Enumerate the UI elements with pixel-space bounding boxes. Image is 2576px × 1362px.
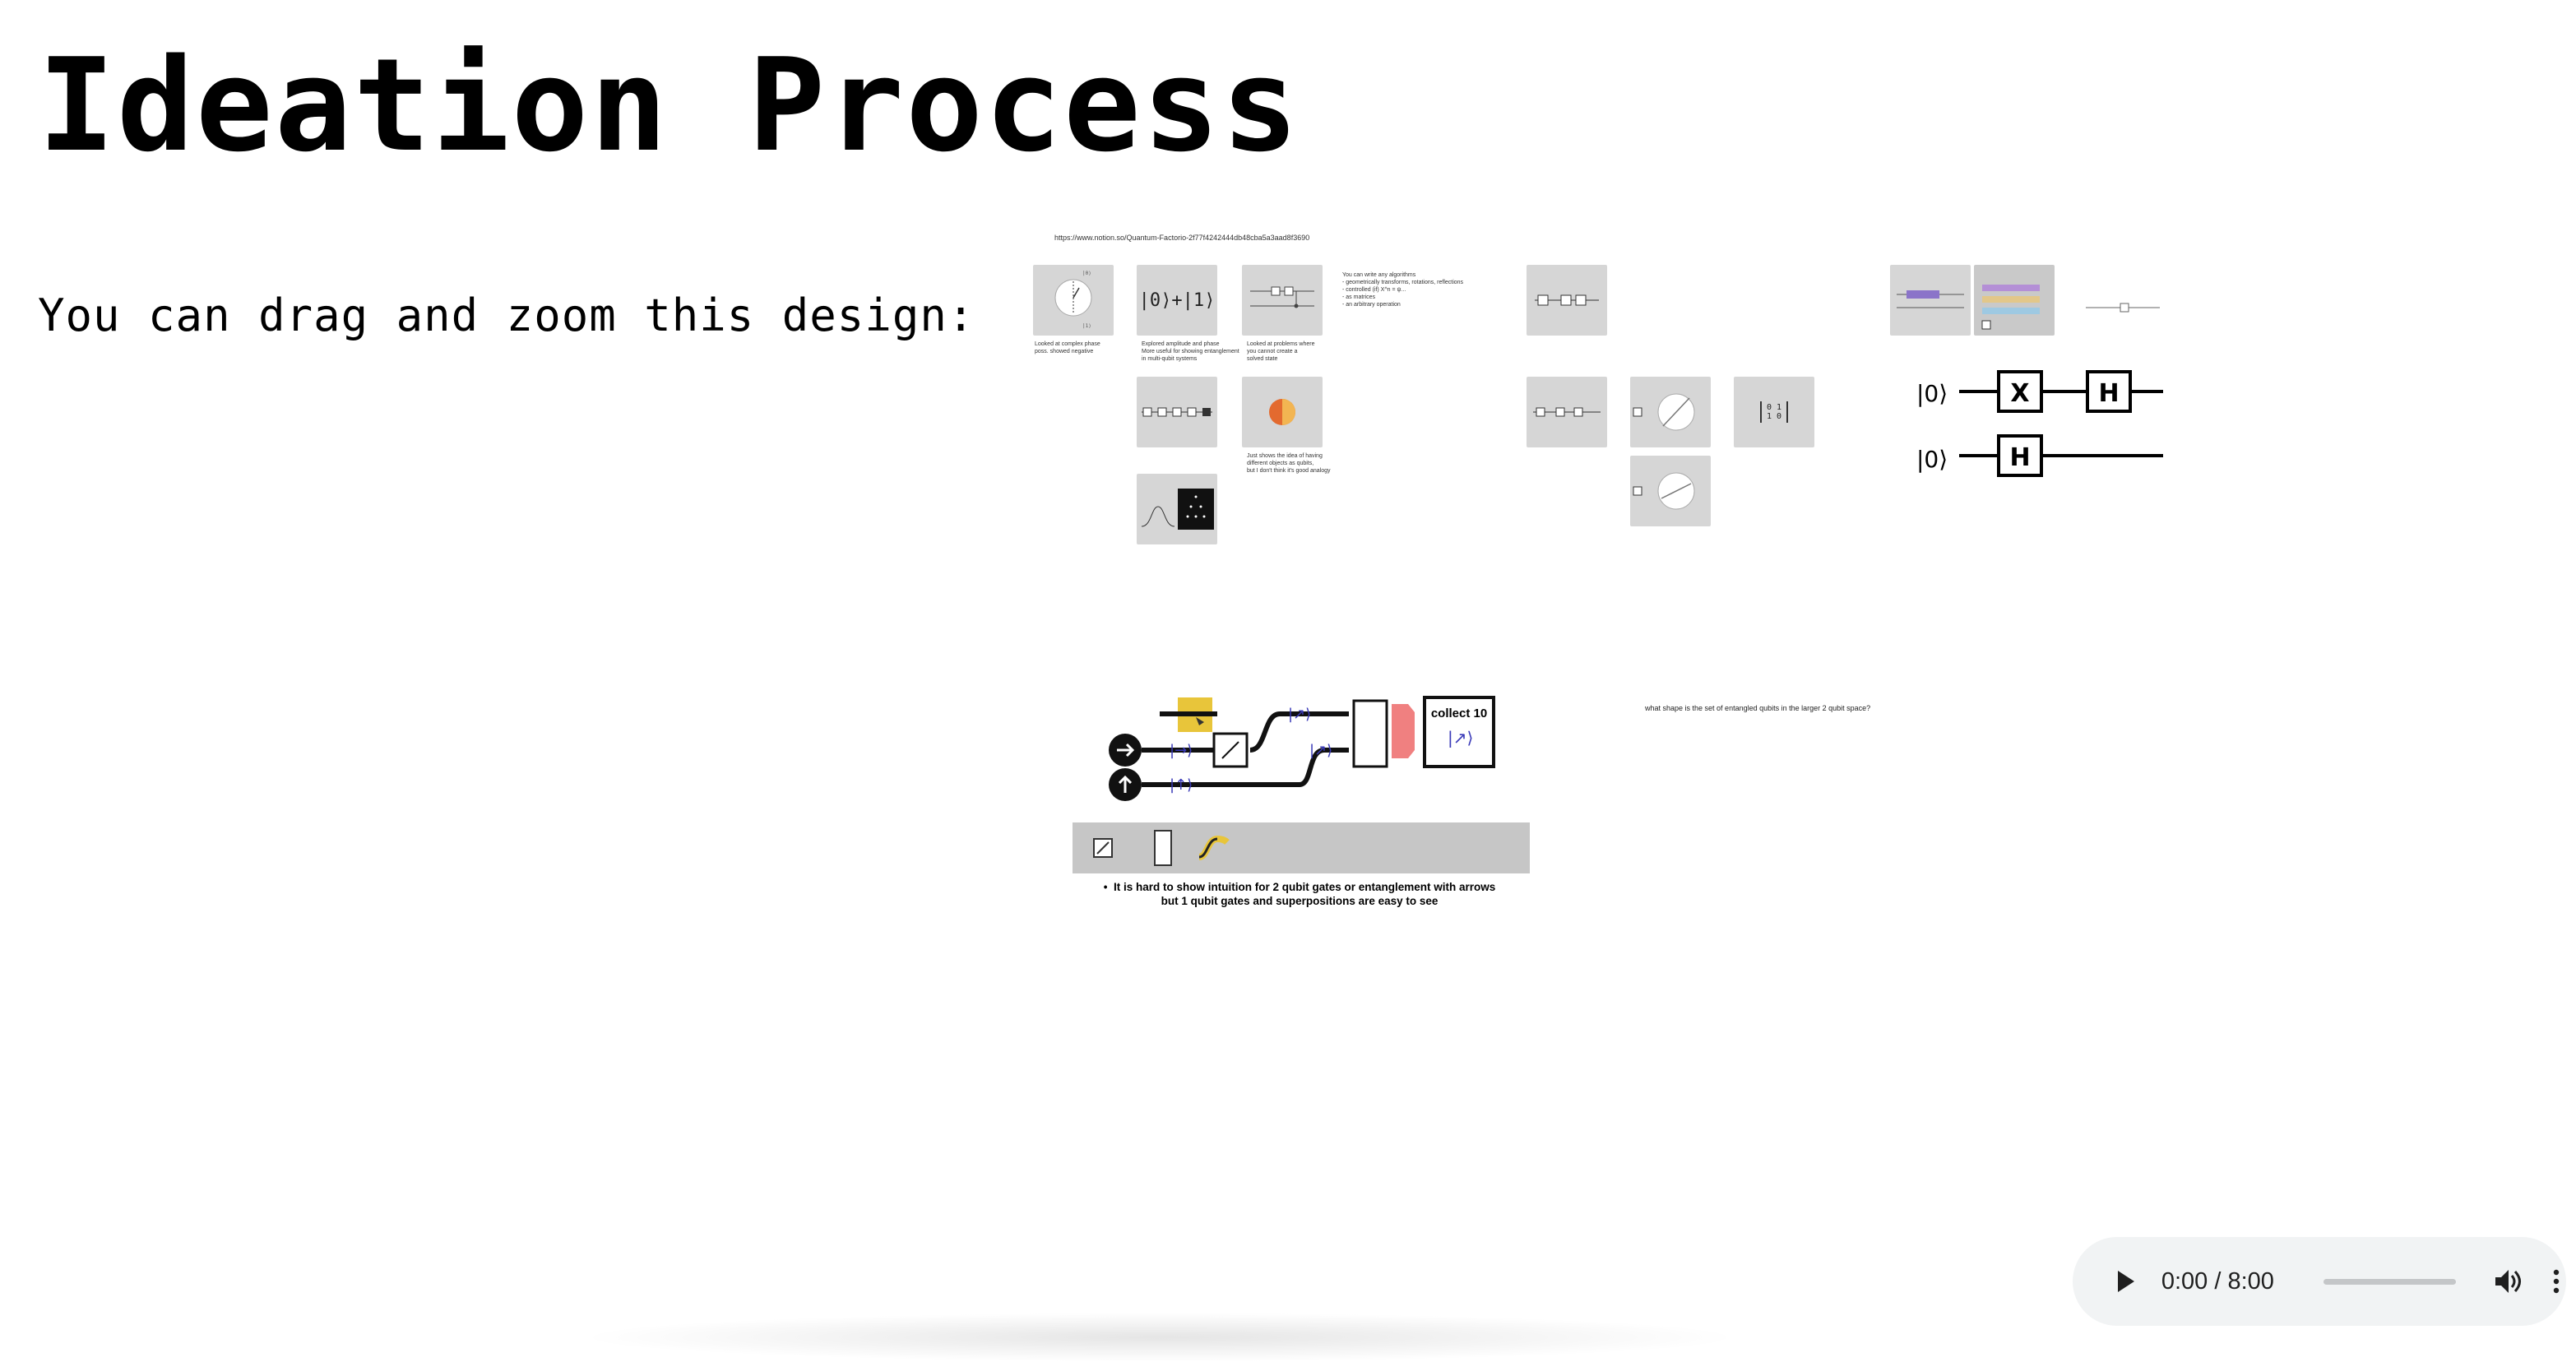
page-subtitle: You can drag and zoom this design:: [38, 290, 975, 341]
svg-text:|↑⟩: |↑⟩: [1170, 776, 1193, 794]
wave-and-tree-icon: [1141, 489, 1214, 530]
ket-card: |0⟩+|1⟩: [1137, 265, 1217, 336]
entanglement-question: what shape is the set of entangled qubit…: [1645, 704, 1871, 712]
card-note: Just shows the idea of having different …: [1247, 453, 1331, 474]
tile-palette: [1073, 822, 1530, 873]
card-note: Looked at complex phase poss. showed neg…: [1035, 341, 1100, 354]
qubit-circuit-diagram: |0⟩ X H |0⟩ H: [1916, 370, 2163, 477]
algorithms-note: You can write any algorithms - geometric…: [1342, 272, 1464, 308]
bloch-sphere-icon: |0⟩ |1⟩: [1054, 271, 1092, 329]
operator-sequence-icon: [1533, 407, 1601, 417]
svg-text:|↗⟩: |↗⟩: [1448, 728, 1473, 748]
card-note: Looked at problems where you cannot crea…: [1247, 341, 1315, 362]
audio-progress-bar[interactable]: [2323, 1278, 2457, 1285]
more-vertical-icon: [2553, 1269, 2560, 1294]
hand-cursor-icon: [1196, 717, 1204, 725]
rotation-sphere-card: [1630, 456, 1711, 526]
more-options-button[interactable]: [2546, 1263, 2566, 1299]
matrix-label: 0 1 1 0: [1759, 401, 1789, 423]
sphere-object-card: [1242, 377, 1323, 447]
svg-text:|↗⟩: |↗⟩: [1288, 706, 1311, 723]
matrix-card: 0 1 1 0: [1734, 377, 1814, 447]
gate-h-label: H: [2009, 443, 2030, 472]
caption-line-1: It is hard to show intuition for 2 qubit…: [1113, 881, 1496, 893]
caption-line-2: but 1 qubit gates and superpositions are…: [1161, 895, 1439, 907]
page-title: Ideation Process: [38, 30, 1300, 180]
svg-text:|1⟩: |1⟩: [1082, 323, 1091, 329]
qubit-label: |0⟩: [1916, 380, 1948, 407]
rotation-sphere-icon: [1633, 393, 1695, 431]
colored-circuit-icon: [1981, 285, 2040, 330]
qubit-label: |0⟩: [1916, 446, 1948, 473]
two-qubit-tile-icon[interactable]: [1154, 830, 1172, 866]
small-circuit-sketch: [2086, 303, 2160, 313]
rotation-sphere-icon: [1633, 472, 1695, 510]
bottom-shadow: [576, 1313, 1744, 1362]
svg-text:|0⟩: |0⟩: [1082, 271, 1091, 276]
audio-player: 0:00 / 8:00: [2073, 1237, 2566, 1326]
gate-x-label: X: [2010, 379, 2029, 408]
collect-label: collect 10: [1431, 706, 1487, 720]
gate-row-icon: [1142, 407, 1212, 417]
design-caption: • It is hard to show intuition for 2 qub…: [1077, 880, 1522, 908]
ket-label: |0⟩+|1⟩: [1138, 290, 1216, 311]
card-note: Explored amplitude and phase More useful…: [1142, 341, 1239, 362]
bloch-sphere-card: |0⟩ |1⟩: [1033, 265, 1114, 336]
circuit-sketch-card: [1242, 265, 1323, 336]
operator-card: [1527, 377, 1607, 447]
svg-text:|↗⟩: |↗⟩: [1309, 742, 1332, 759]
gate-sequence-icon: [1535, 294, 1599, 306]
volume-button[interactable]: [2490, 1263, 2527, 1299]
colored-circuit-thumbnail: [1974, 265, 2055, 336]
collect-goal-box: [1423, 696, 1495, 768]
wave-card: [1137, 474, 1217, 544]
play-button[interactable]: [2109, 1265, 2142, 1298]
quantum-game-sketch: |→⟩ |↑⟩ |↗⟩ |↗⟩ collect 10 |↗⟩: [1109, 696, 1495, 801]
caption-bullet: •: [1103, 881, 1108, 893]
circuit-sketch-icon: [1250, 286, 1314, 308]
palette-icons: [1093, 830, 1230, 866]
gate-row-card: [1137, 377, 1217, 447]
play-icon: [2117, 1271, 2134, 1292]
rotation-sphere-card: [1630, 377, 1711, 447]
two-qubit-gate-tile: [1352, 699, 1388, 768]
purple-circuit-thumbnail: [1890, 265, 1971, 336]
svg-text:|→⟩: |→⟩: [1170, 742, 1193, 759]
gate-h-label: H: [2098, 379, 2119, 408]
red-collector-tile: [1392, 704, 1415, 758]
audio-time: 0:00 / 8:00: [2161, 1267, 2274, 1295]
gate-sequence-card: [1527, 265, 1607, 336]
board-url: https://www.notion.so/Quantum-Factorio-2…: [1054, 234, 1310, 242]
purple-circuit-icon: [1897, 290, 1964, 308]
volume-icon: [2495, 1270, 2522, 1293]
colored-sphere-icon: [1269, 399, 1295, 425]
